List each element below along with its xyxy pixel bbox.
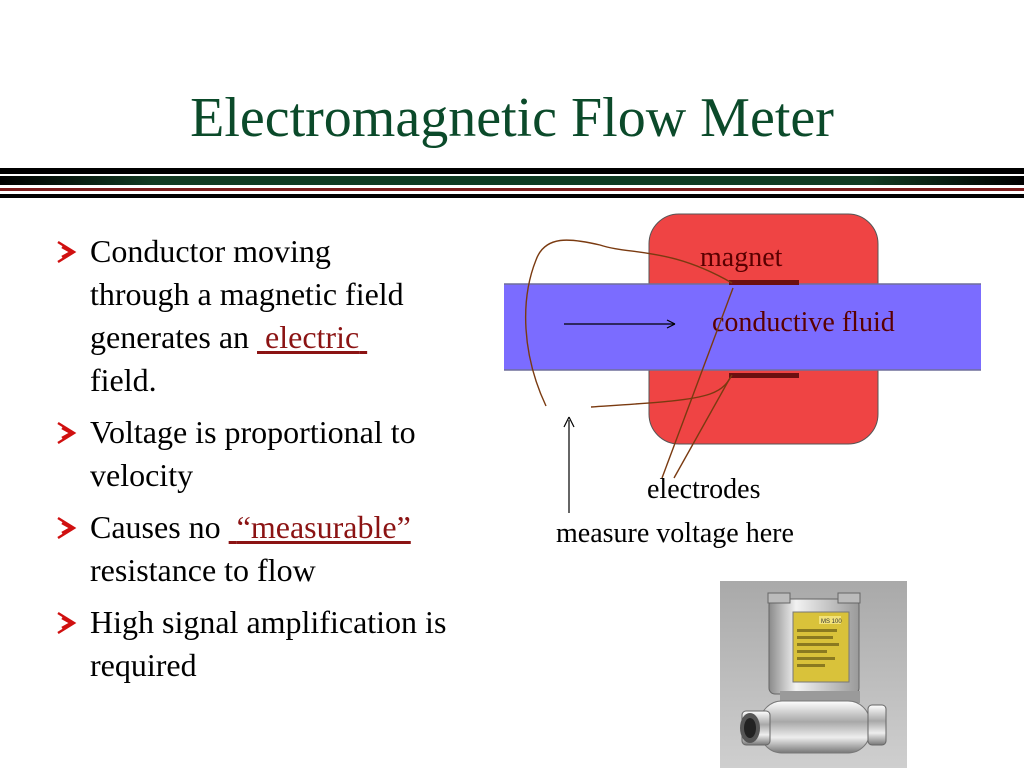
bullet-item: Conductor moving through a magnetic fiel… [54, 230, 504, 402]
flow-meter-photo: MS 100 [720, 581, 907, 768]
bullet-text: Causes no [90, 509, 229, 545]
magnet-label: magnet [700, 242, 783, 273]
bullet-text-line: field. [90, 362, 157, 398]
bullet-arrow-icon [57, 611, 77, 635]
bullet-text-line: Conductor moving [90, 233, 331, 269]
bullet-text-line: through a magnetic field [90, 276, 404, 312]
fill-in-blank: “measurable” [229, 509, 411, 545]
bullet-item: Voltage is proportional to velocity [54, 411, 504, 497]
flow-arrow-head [666, 319, 676, 329]
title-divider [0, 168, 1024, 198]
bullet-text: High signal amplification is required [90, 604, 447, 683]
electrodes-pointer-right [673, 377, 731, 479]
fill-in-blank-answer: electric [265, 319, 360, 355]
bullet-text: Voltage is proportional to velocity [90, 414, 416, 493]
fluid-pipe [504, 284, 981, 370]
electrode-bottom [729, 373, 799, 378]
bullet-list: Conductor moving through a magnetic fiel… [54, 230, 504, 696]
fluid-label: conductive fluid [712, 307, 895, 338]
measure-voltage-label: measure voltage here [556, 518, 794, 549]
fill-in-blank: electric [257, 319, 367, 355]
slide-title: Electromagnetic Flow Meter [190, 87, 834, 149]
nameplate-text: MS 100 [821, 619, 842, 625]
bullet-item: High signal amplification is required [54, 601, 504, 687]
bullet-arrow-icon [57, 421, 77, 445]
flow-meter-diagram: magnet conductive fluid electrodes measu… [504, 213, 981, 549]
bullet-text-line: resistance to flow [90, 552, 316, 588]
fill-in-blank-answer: “measurable” [236, 509, 411, 545]
electrodes-pointer-left [661, 287, 734, 479]
measure-arrow-head [563, 416, 575, 428]
wire-top [525, 239, 733, 407]
bullet-text-line: generates an [90, 319, 258, 355]
bullet-item: Causes no “measurable” resistance to flo… [54, 506, 504, 592]
bullet-arrow-icon [57, 240, 77, 264]
electrodes-label: electrodes [647, 474, 761, 505]
bullet-arrow-icon [57, 516, 77, 540]
electrode-top [729, 280, 799, 285]
